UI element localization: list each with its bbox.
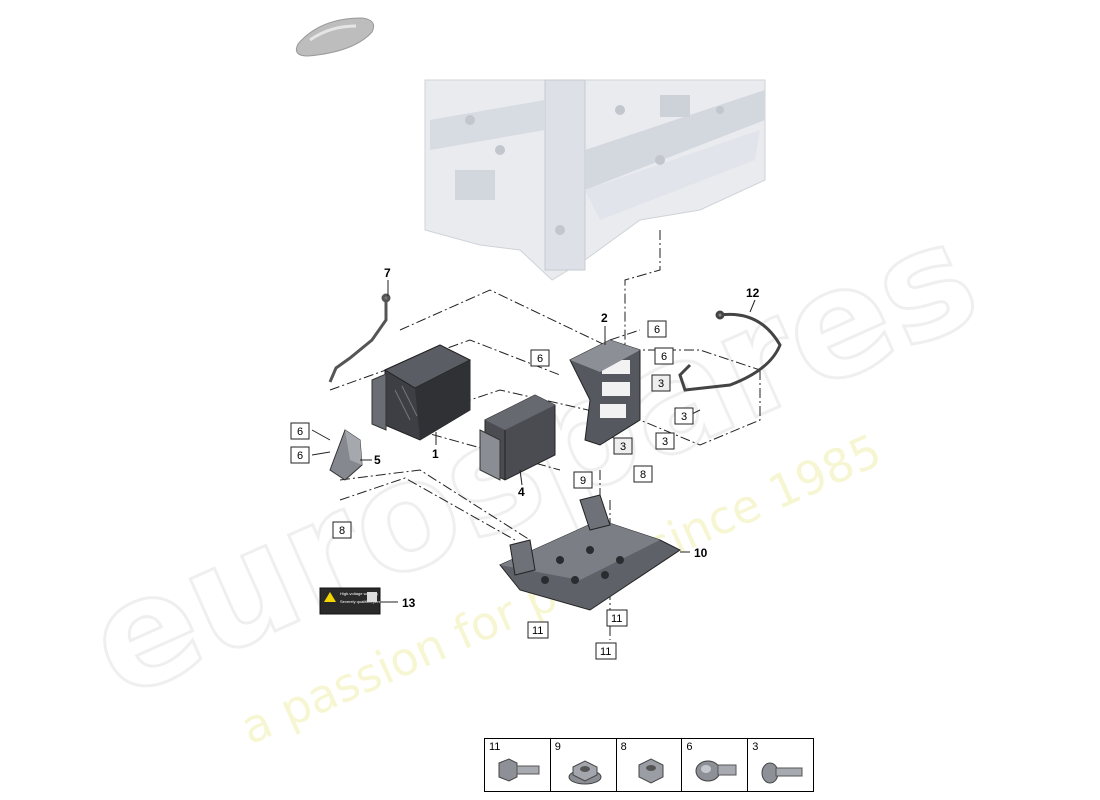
warning-triangle-icon [324, 592, 336, 602]
hex-flange-bolt-icon [498, 758, 540, 782]
stud-bolt-icon [695, 760, 737, 782]
callout-10: 10 [694, 546, 708, 560]
boxed-references [290, 320, 694, 660]
callout-13: 13 [402, 596, 416, 610]
box-11: 11 [600, 646, 611, 658]
body-frame-section [424, 79, 766, 281]
callout-1: 1 [432, 447, 439, 461]
fastener-cell-9: 9 [551, 739, 617, 791]
box-9: 9 [580, 475, 586, 487]
box-3: 3 [620, 441, 626, 453]
control-unit-part-1 [371, 344, 472, 441]
qr-code-icon [367, 592, 377, 602]
fastener-legend: 11 9 8 6 3 [484, 738, 814, 792]
small-bracket-part-5 [329, 429, 363, 481]
cable-harness-part-12 [678, 310, 782, 392]
box-8: 8 [339, 525, 345, 537]
boxed-reference-labels: 6 6 6 6 6 3 3 3 3 8 8 9 11 11 11 [297, 324, 687, 658]
car-silhouette-icon [295, 17, 375, 57]
control-module-part-4 [479, 394, 556, 481]
callout-7: 7 [384, 266, 391, 280]
box-6: 6 [654, 324, 660, 336]
box-6: 6 [661, 351, 667, 363]
callout-5: 5 [374, 453, 381, 467]
box-8: 8 [640, 469, 646, 481]
fastener-cell-6: 6 [682, 739, 749, 791]
sensor-cable-part-7 [328, 293, 391, 383]
bracket-part-2 [569, 339, 641, 446]
fastener-number: 8 [620, 741, 627, 753]
fastener-cell-3: 3 [748, 739, 813, 791]
callout-2: 2 [601, 311, 608, 325]
carrier-plate-part-10 [499, 494, 681, 611]
box-3: 3 [658, 378, 664, 390]
hex-flange-nut-icon [568, 760, 602, 785]
fastener-number: 9 [554, 741, 561, 753]
box-6: 6 [297, 450, 303, 462]
box-11: 11 [532, 625, 543, 637]
torx-screw-icon [761, 762, 803, 784]
warning-label-part-13: High-voltage warning Severely qualified … [319, 587, 399, 615]
fastener-number: 3 [752, 741, 759, 753]
box-6: 6 [297, 426, 303, 438]
watermark: eurospares a passion for parts since 198… [62, 187, 1002, 755]
label-line-1: High-voltage warning [340, 591, 378, 596]
box-6: 6 [537, 353, 543, 365]
callout-12: 12 [746, 286, 760, 300]
callout-4: 4 [518, 485, 525, 499]
fastener-number: 11 [489, 741, 501, 753]
box-11: 11 [611, 613, 622, 625]
callout-numbers: 1 2 4 5 7 10 12 13 [374, 266, 760, 610]
callout-leaders [311, 280, 756, 603]
fastener-cell-11: 11 [485, 739, 551, 791]
box-3: 3 [662, 436, 668, 448]
fastener-number: 6 [686, 741, 693, 753]
box-3: 3 [681, 411, 687, 423]
hex-nut-icon [638, 758, 664, 784]
fastener-cell-8: 8 [617, 739, 683, 791]
